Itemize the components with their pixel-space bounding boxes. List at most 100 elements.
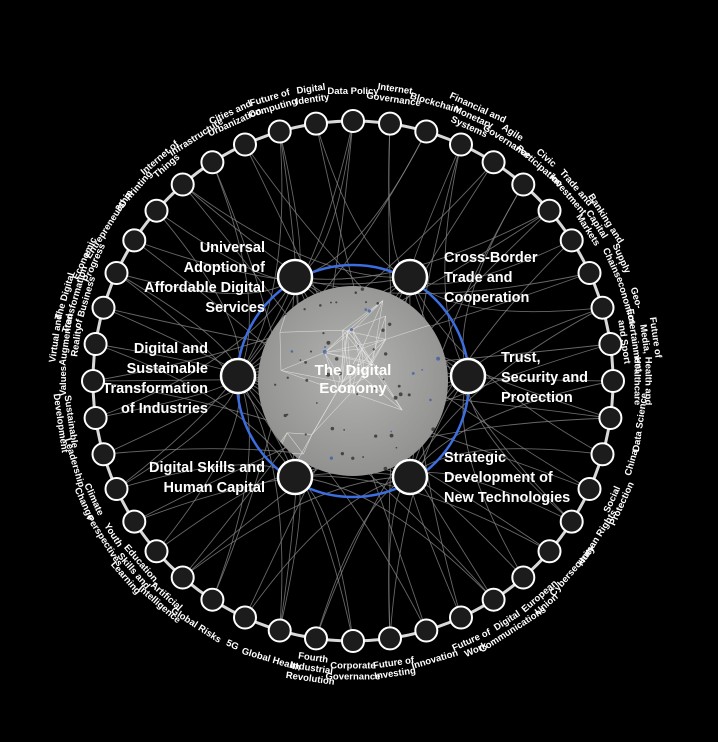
hub-label-line: Sustainable [127,361,208,377]
topic-node-entrepreneurship[interactable] [122,228,147,253]
hub-label-line: Digital and [134,341,208,357]
topic-node-future-of-work[interactable] [449,605,473,630]
core-texture-line [303,434,313,455]
hub-node-trust-security-and-protection[interactable] [449,357,487,395]
topic-node-cities-and-urbanization[interactable] [233,132,257,157]
topic-node-global-risks[interactable] [200,587,225,612]
topic-node-virtual-and-augmented-reality[interactable] [83,332,108,356]
topic-node-data-science[interactable] [598,406,623,430]
topic-node-infrastructure[interactable] [200,150,225,175]
core-texture-line [361,339,386,350]
topic-node-global-health[interactable] [267,618,292,643]
topic-node-internet-of-things[interactable] [170,172,195,197]
core-texture-dot [283,413,287,418]
core-texture-dot [304,360,308,364]
topic-node-education-skills-and-learning[interactable] [144,539,169,564]
core-texture-dot [374,434,378,438]
topic-node-5g[interactable] [233,605,257,630]
topic-label-global-health: Global Health [240,646,302,674]
topic-node-future-of-media-entertainment-and-sport[interactable] [598,332,623,356]
hub-node-digital-and-sustainable-transformation-of-industries[interactable] [219,357,257,395]
link-future-of-computing-to-hub-3 [237,131,283,377]
topic-node-china[interactable] [590,442,615,467]
topic-label-line: Reality [69,324,84,357]
core-texture-dot [398,392,403,397]
core-texture-dot [393,395,398,400]
topic-node-future-of-computing[interactable] [267,119,292,144]
core-texture-line [280,370,343,383]
topic-node-the-digital-transformation-of-business[interactable] [91,295,116,320]
core-texture-line [279,329,343,333]
core-texture-line [337,363,371,391]
topic-node-human-rights[interactable] [559,509,584,534]
core-texture-line [369,363,403,411]
topic-node-data-policy[interactable] [341,109,365,133]
core-texture-dot [383,466,388,471]
topic-label-sustainable-development: SustainableDevelopment [51,391,81,454]
core-texture-dot [305,378,309,382]
core-texture-dot [299,359,302,361]
core-texture-dot [343,428,346,431]
core-texture-line [311,390,338,435]
hub-node-strategic-development-of-new-technologies[interactable] [391,458,429,496]
topic-node-cybersecurity[interactable] [537,539,562,564]
topic-node-innovation[interactable] [414,618,439,643]
hub-node-digital-skills-and-human-capital[interactable] [276,458,314,496]
core-texture-line [337,378,365,391]
link-artificial-intelligence-to-hub-6 [182,476,411,578]
core-texture-line [351,392,403,411]
core-texture-dot [326,372,331,377]
topic-node-internet-governance[interactable] [378,111,402,136]
topic-node-digital-identity[interactable] [304,111,328,136]
topic-label-future-of-media-entertainment-and-sport: Future ofMedia,Entertainmentand Sport [614,305,665,375]
topic-node-european-union[interactable] [511,565,536,590]
hub-node-universal-adoption-of-affordable-digital-services[interactable] [276,258,314,296]
topic-node-trade-and-investment[interactable] [537,198,562,223]
topic-node-financial-and-monetary-systems[interactable] [449,132,473,157]
core-texture-line [287,432,313,435]
core-texture-dot [381,328,385,332]
hub-label-line: Trade and [444,270,513,286]
topic-node-values[interactable] [81,369,105,393]
core-texture-dot [351,364,354,367]
core-texture-dot [326,340,331,345]
core-texture-line [361,300,384,349]
topic-node-corporate-governance[interactable] [341,629,365,653]
topic-node-economic-progress[interactable] [104,261,129,285]
topic-node-agile-governance[interactable] [481,150,506,175]
topic-node-youth-perspectives[interactable] [122,509,147,534]
core-texture-dot [389,433,394,438]
topic-node-3d-printing[interactable] [144,198,169,223]
topic-node-fourth-industrial-revolution[interactable] [304,626,328,651]
core-texture-line [324,352,343,383]
topic-node-civic-participation[interactable] [511,172,536,197]
topic-node-banking-and-capital-markets[interactable] [559,228,584,253]
topic-node-sustainable-development[interactable] [83,406,108,430]
core-texture-line [372,339,386,363]
core-texture-dot [330,301,332,304]
topic-node-future-of-investing[interactable] [378,626,402,651]
topic-node-leadership[interactable] [91,442,116,467]
topic-node-artificial-intelligence[interactable] [170,565,195,590]
topic-node-health-and-healthcare[interactable] [601,369,625,393]
topic-node-supply-chains[interactable] [577,261,602,285]
core-texture-line [337,348,363,391]
link-virtual-and-augmented-reality-to-hub-5 [95,343,296,478]
topic-node-digital-communications[interactable] [481,587,506,612]
core-texture-dot [322,349,327,354]
topic-node-social-protection[interactable] [577,477,602,501]
topic-node-climate-change[interactable] [104,477,129,501]
topic-node-blockchain[interactable] [414,119,439,144]
hub-label-line: Protection [501,390,573,406]
topic-label-data-policy: Data Policy [327,86,379,97]
topic-node-geo-economics[interactable] [590,295,615,320]
link-global-risks-to-hub-3 [211,375,250,600]
hub-label-line: Services [205,300,265,316]
hub-node-cross-border-trade-and-cooperation[interactable] [391,258,429,296]
topic-label-line: Health and [642,357,653,406]
